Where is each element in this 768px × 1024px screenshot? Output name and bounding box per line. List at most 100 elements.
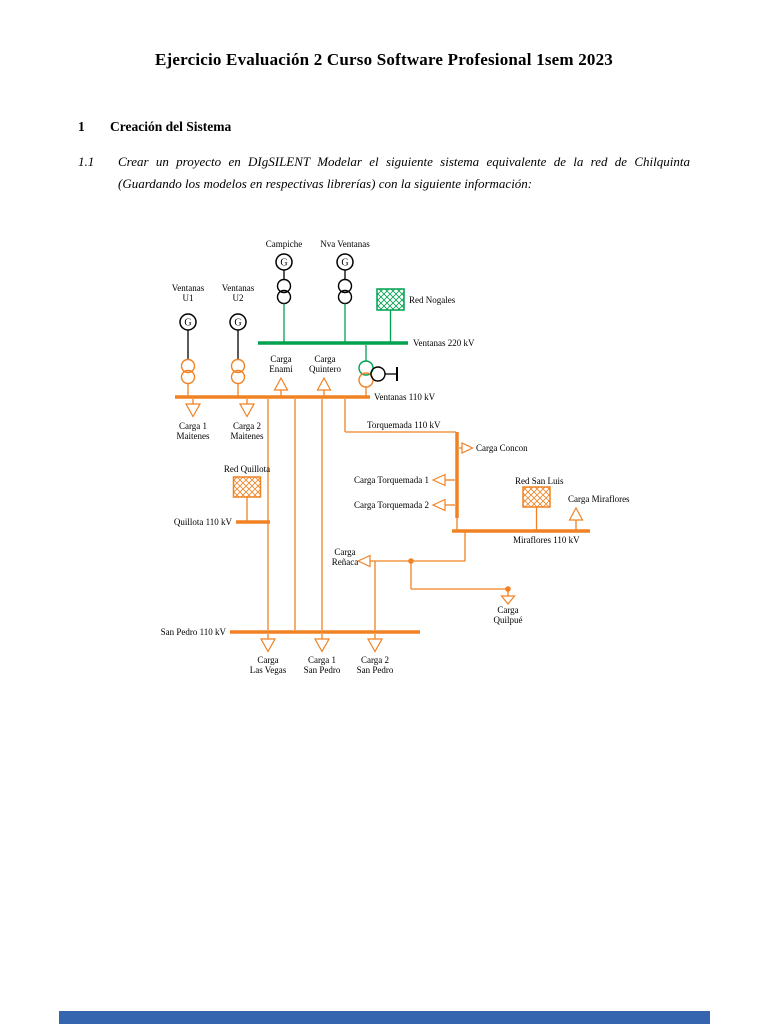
item-1-1: 1.1 Crear un proyecto en DIgSILENT Model… <box>78 151 690 195</box>
generator-letter: G <box>280 258 287 269</box>
load-arrow-icon <box>313 638 331 653</box>
load-label: Quilpué <box>494 615 523 625</box>
transformer-icon <box>276 278 292 294</box>
load-carga-enami: Carga Enami <box>269 354 293 396</box>
load-label: Carga Torquemada 2 <box>354 500 429 510</box>
load-label: Maitenes <box>177 431 210 441</box>
transformer-icon <box>358 360 374 376</box>
generator-letter: G <box>184 318 191 329</box>
load-label: Carga 2 <box>361 655 389 665</box>
load-arrow-icon <box>184 403 202 418</box>
load-carga-concon: Carga Concon <box>459 442 528 454</box>
generator-ventanas-u1: Ventanas U1 G <box>172 283 205 396</box>
load-carga2-san-pedro: Carga 2 San Pedro <box>357 634 394 675</box>
item-number: 1.1 <box>78 154 95 169</box>
external-grid-red-san-luis: Red San Luis <box>515 476 564 530</box>
generator-u1-label: Ventanas <box>172 283 205 293</box>
load-arrow-icon <box>568 506 584 521</box>
load-label: Enami <box>269 364 293 374</box>
load-carga-renaca: Carga Reñaca <box>332 547 371 568</box>
transformer-icon <box>337 278 353 294</box>
generator-ventanas-u2: Ventanas U2 G <box>222 283 255 396</box>
load-arrow-icon <box>356 554 371 568</box>
red-quillota-label: Red Quillota <box>224 464 270 474</box>
load-arrow-icon <box>238 403 256 418</box>
load-label: Maitenes <box>231 431 264 441</box>
external-grid-icon <box>522 486 551 508</box>
load-arrow-icon <box>366 638 384 653</box>
load-label: Reñaca <box>332 557 358 567</box>
red-nogales-label: Red Nogales <box>409 295 456 305</box>
bus-quillota-110: Quillota 110 kV <box>174 517 270 527</box>
load-label: Carga <box>257 655 278 665</box>
load-carga1-san-pedro: Carga 1 San Pedro <box>304 634 341 675</box>
load-label: San Pedro <box>304 665 341 675</box>
external-grid-icon <box>232 476 262 498</box>
generator-campiche-label: Campiche <box>266 239 303 249</box>
load-carga2-maitenes: Carga 2 Maitenes <box>231 399 264 441</box>
section-heading: 1 Creación del Sistema <box>78 119 231 135</box>
external-grid-icon <box>376 288 405 311</box>
bus-miraflores-110: Miraflores 110 kV <box>452 518 590 545</box>
bus-ventanas-110: Ventanas 110 kV <box>175 392 436 402</box>
bus-ventanas-220: Ventanas 220 kV <box>258 338 475 348</box>
load-carga1-maitenes: Carga 1 Maitenes <box>177 399 210 441</box>
section-number: 1 <box>78 119 85 134</box>
generator-nva-ventanas-label: Nva Ventanas <box>320 239 370 249</box>
generator-letter: G <box>234 318 241 329</box>
load-label: Carga <box>270 354 291 364</box>
load-carga-torquemada-2: Carga Torquemada 2 <box>354 498 455 512</box>
bus-torquemada-label: Torquemada 110 kV <box>367 420 441 430</box>
generator-nva-ventanas: Nva Ventanas G <box>320 239 370 342</box>
load-arrow-icon <box>316 376 332 391</box>
load-label: Carga Torquemada 1 <box>354 475 429 485</box>
load-label: Carga 2 <box>233 421 261 431</box>
generator-u2-label: U2 <box>233 293 244 303</box>
load-carga-miraflores: Carga Miraflores <box>568 494 630 530</box>
branch-renaca-quilpue <box>370 532 511 630</box>
load-arrow-icon <box>500 595 516 605</box>
bus-san-pedro-label: San Pedro 110 kV <box>161 627 227 637</box>
load-label: Carga <box>497 605 518 615</box>
transformer-icon <box>370 366 386 382</box>
load-arrow-icon <box>431 473 446 487</box>
load-arrow-icon <box>259 638 277 653</box>
generator-campiche: Campiche G <box>266 239 303 342</box>
external-grid-red-quillota: Red Quillota <box>224 464 270 521</box>
page-title: Ejercicio Evaluación 2 Curso Software Pr… <box>154 50 613 69</box>
generator-u1-label: U1 <box>183 293 194 303</box>
load-carga-las-vegas: Carga Las Vegas <box>250 634 287 675</box>
bus-quillota-label: Quillota 110 kV <box>174 517 233 527</box>
bus-miraflores-label: Miraflores 110 kV <box>513 535 580 545</box>
load-carga-torquemada-1: Carga Torquemada 1 <box>354 473 455 487</box>
load-label: San Pedro <box>357 665 394 675</box>
bus-torquemada-110: Torquemada 110 kV <box>367 420 459 518</box>
bus-san-pedro-110: San Pedro 110 kV <box>161 627 420 637</box>
load-carga-quilpue: Carga Quilpué <box>494 589 523 625</box>
load-label: Carga <box>314 354 335 364</box>
load-label: Carga Concon <box>476 443 528 453</box>
page-footer-bar <box>59 1011 710 1024</box>
generator-letter: G <box>341 258 348 269</box>
transformer-220-110 <box>358 345 398 396</box>
load-label: Quintero <box>309 364 341 374</box>
line-ventanas-torquemada <box>344 399 456 433</box>
bus-ventanas-110-label: Ventanas 110 kV <box>374 392 436 402</box>
load-label: Carga Miraflores <box>568 494 630 504</box>
load-label: Carga <box>334 547 355 557</box>
load-label: Las Vegas <box>250 665 287 675</box>
item-text: Crear un proyecto en DIgSILENT Modelar e… <box>118 154 690 191</box>
generator-u2-label: Ventanas <box>222 283 255 293</box>
load-carga-quintero: Carga Quintero <box>309 354 341 396</box>
load-label: Carga 1 <box>308 655 336 665</box>
external-grid-red-nogales: Red Nogales <box>376 288 456 342</box>
load-arrow-icon <box>273 376 289 391</box>
load-arrow-icon <box>431 498 446 512</box>
section-title: Creación del Sistema <box>110 119 232 134</box>
transformer-icon <box>180 358 196 374</box>
load-arrow-icon <box>461 442 474 454</box>
transformer-icon <box>230 358 246 374</box>
bus-ventanas-220-label: Ventanas 220 kV <box>413 338 475 348</box>
red-san-luis-label: Red San Luis <box>515 476 564 486</box>
